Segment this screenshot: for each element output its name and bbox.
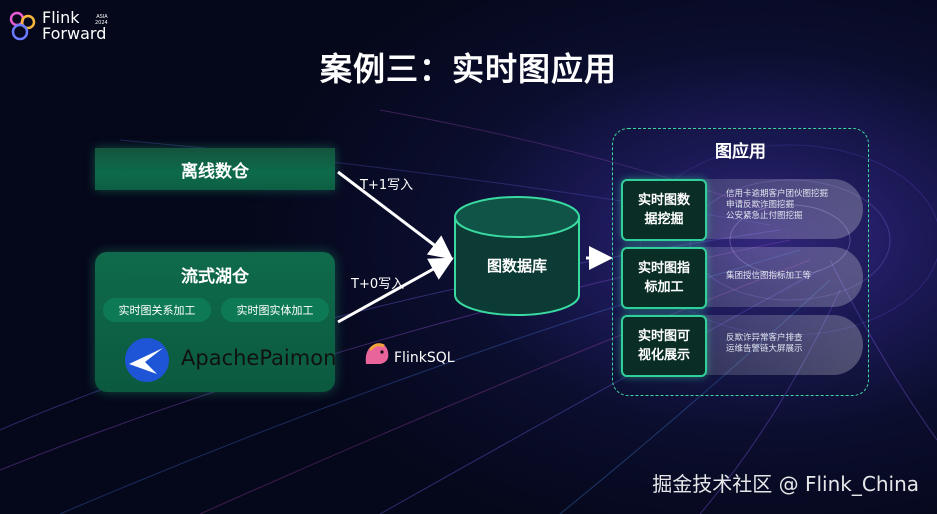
app-visual-line2: 视化展示 xyxy=(637,348,690,363)
app-realtime-metrics: 实时图指标加工 xyxy=(621,247,707,309)
app-visual-desc: 反欺诈异常客户排查 运维告警链大屏展示 xyxy=(726,333,803,355)
app-mining-line2: 据挖掘 xyxy=(644,212,684,227)
app-realtime-visualization: 实时图可视化展示 xyxy=(621,315,707,377)
graph-applications-title: 图应用 xyxy=(715,142,766,162)
streaming-lakehouse-title: 流式湖仓 xyxy=(181,267,249,287)
arrow-offline-to-db xyxy=(337,170,454,260)
app-visual-line1: 实时图可 xyxy=(637,329,690,344)
flink-forward-logo: Flink Forward xyxy=(8,10,106,44)
logo-line2: Forward xyxy=(42,24,107,43)
squirrel-icon xyxy=(365,343,389,364)
graph-applications-panel: 图应用 实时图数据挖掘 信用卡逾期客户团伙图挖掘 申请反欺诈图挖掘 公安紧急止付… xyxy=(612,128,869,396)
app-mining-desc-2: 申请反欺诈图挖掘 xyxy=(726,200,795,210)
apache-paimon-logo: ApachePaimon xyxy=(123,336,336,386)
offline-warehouse-box: 离线数仓 xyxy=(95,148,335,190)
page-title: 案例三：实时图应用 xyxy=(319,50,617,88)
label-t0-write: T+0写入 xyxy=(351,277,405,292)
pill-entity-processing: 实时图实体加工 xyxy=(221,298,329,322)
app-metrics-line1: 实时图指 xyxy=(637,261,690,276)
paimon-icon xyxy=(125,338,169,382)
app-visual-desc-1: 反欺诈异常客户排查 xyxy=(726,333,803,343)
flink-logo-icon xyxy=(9,11,36,41)
label-t1-write: T+1写入 xyxy=(360,178,414,193)
apache-paimon-text: ApachePaimon xyxy=(181,346,337,370)
app-visual-desc-2: 运维告警链大屏展示 xyxy=(726,344,803,354)
watermark: 掘金技术社区 @ Flink_China xyxy=(652,472,919,496)
graph-database-label: 图数据库 xyxy=(486,257,547,275)
app-metrics-line2: 标加工 xyxy=(644,280,684,295)
app-metrics-desc-1: 集团授信图指标加工等 xyxy=(726,271,812,281)
app-mining-desc-1: 信用卡逾期客户团伙图挖掘 xyxy=(726,189,829,199)
app-mining-desc: 信用卡逾期客户团伙图挖掘 申请反欺诈图挖掘 公安紧急止付图挖掘 xyxy=(726,189,828,222)
logo-sub-asia: ASIA xyxy=(96,14,108,20)
arrow-stream-to-db xyxy=(337,257,454,324)
app-mining-line1: 实时图数 xyxy=(637,193,690,208)
app-mining-desc-3: 公安紧急止付图挖掘 xyxy=(726,211,803,221)
graph-database-cylinder xyxy=(454,196,580,316)
app-realtime-mining: 实时图数据挖掘 xyxy=(621,179,707,241)
streaming-lakehouse-box: 流式湖仓 实时图关系加工 实时图实体加工 ApachePaimon xyxy=(95,252,336,392)
logo-sub: ASIA 2024 xyxy=(95,14,108,26)
logo-sub-year: 2024 xyxy=(95,20,108,26)
pill-relation-processing: 实时图关系加工 xyxy=(103,298,211,322)
flink-sql-text: FlinkSQL xyxy=(394,350,455,366)
flink-sql-logo: FlinkSQL xyxy=(362,338,455,372)
logo-line1: Flink xyxy=(42,8,80,27)
app-metrics-desc: 集团授信图指标加工等 xyxy=(726,271,811,282)
